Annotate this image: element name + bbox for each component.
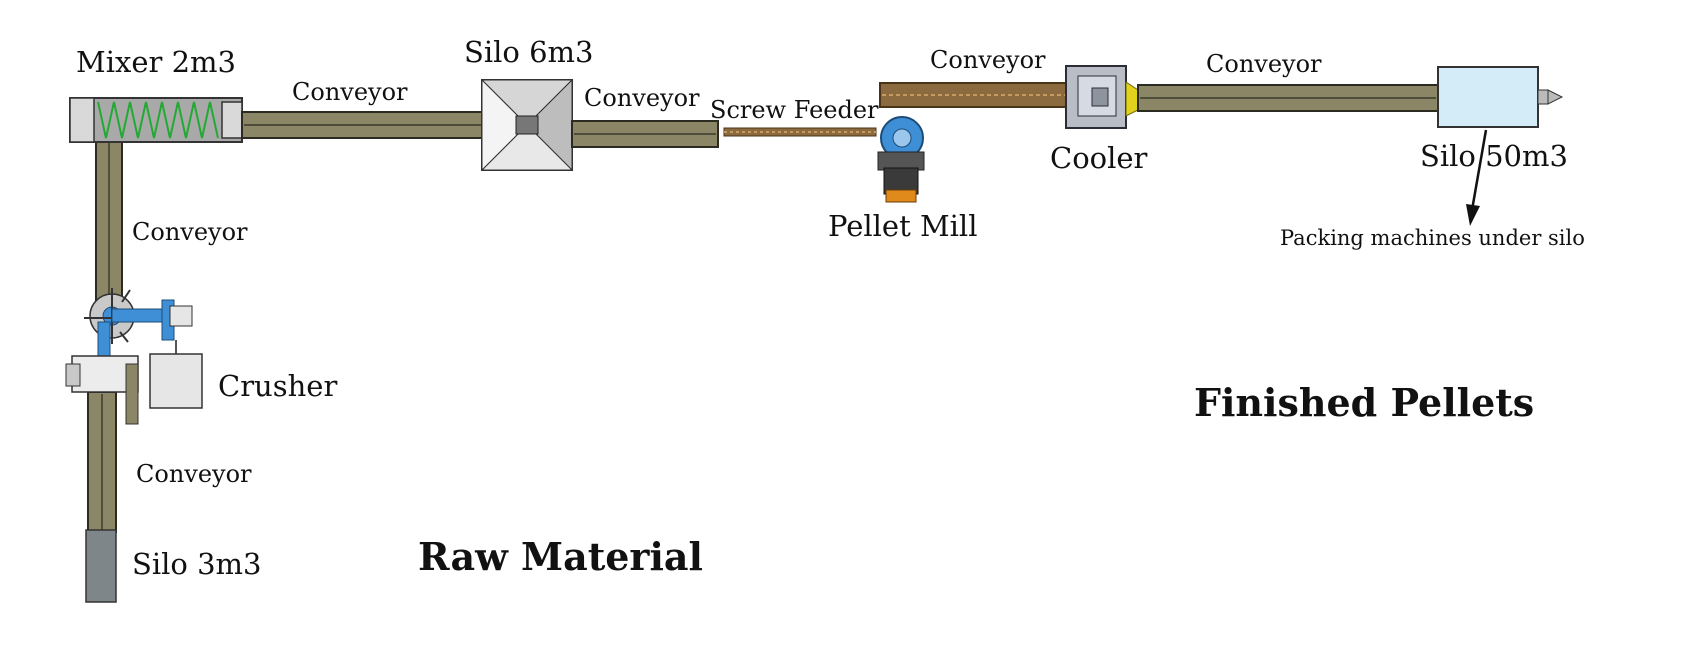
silo3-label: Silo 3m3 [132, 547, 262, 581]
silo-3m3 [85, 529, 117, 603]
conveyor-vertical-upper [95, 119, 123, 309]
crusher-assembly [65, 288, 203, 425]
conveyor-label-mixer-silo6: Conveyor [292, 78, 408, 106]
conveyor-vertical-lower [87, 391, 117, 533]
conveyor-label-vertical-lower: Conveyor [136, 460, 252, 488]
finished-pellets-label: Finished Pellets [1194, 380, 1535, 425]
conveyor-cooler-to-silo50 [1137, 84, 1439, 112]
raw-material-label: Raw Material [418, 534, 703, 579]
pellet-mill [877, 116, 925, 203]
packing-arrow [1466, 129, 1488, 226]
mixer-2m3 [69, 97, 243, 143]
conveyor-label-vertical-upper: Conveyor [132, 218, 248, 246]
crusher-label: Crusher [218, 369, 338, 403]
conveyor-label-mill-cooler: Conveyor [930, 46, 1046, 74]
silo50-label: Silo 50m3 [1420, 139, 1568, 173]
conveyor-silo6-to-feeder [571, 120, 719, 148]
screw-feeder [723, 127, 877, 137]
silo-6m3 [480, 78, 574, 172]
pellet-mill-label: Pellet Mill [828, 209, 978, 243]
silo-50m3 [1437, 66, 1564, 128]
cooler [1065, 65, 1139, 129]
conveyor-mixer-to-silo6 [241, 111, 489, 139]
silo6-label: Silo 6m3 [464, 35, 594, 69]
mixer-label: Mixer 2m3 [76, 45, 236, 79]
conveyor-label-cooler-silo50: Conveyor [1206, 50, 1322, 78]
screw-feeder-label: Screw Feeder [710, 96, 879, 124]
conveyor-label-silo6-feeder: Conveyor [584, 84, 700, 112]
conveyor-mill-to-cooler [879, 82, 1091, 108]
packing-label: Packing machines under silo [1280, 226, 1585, 250]
cooler-label: Cooler [1050, 141, 1148, 175]
